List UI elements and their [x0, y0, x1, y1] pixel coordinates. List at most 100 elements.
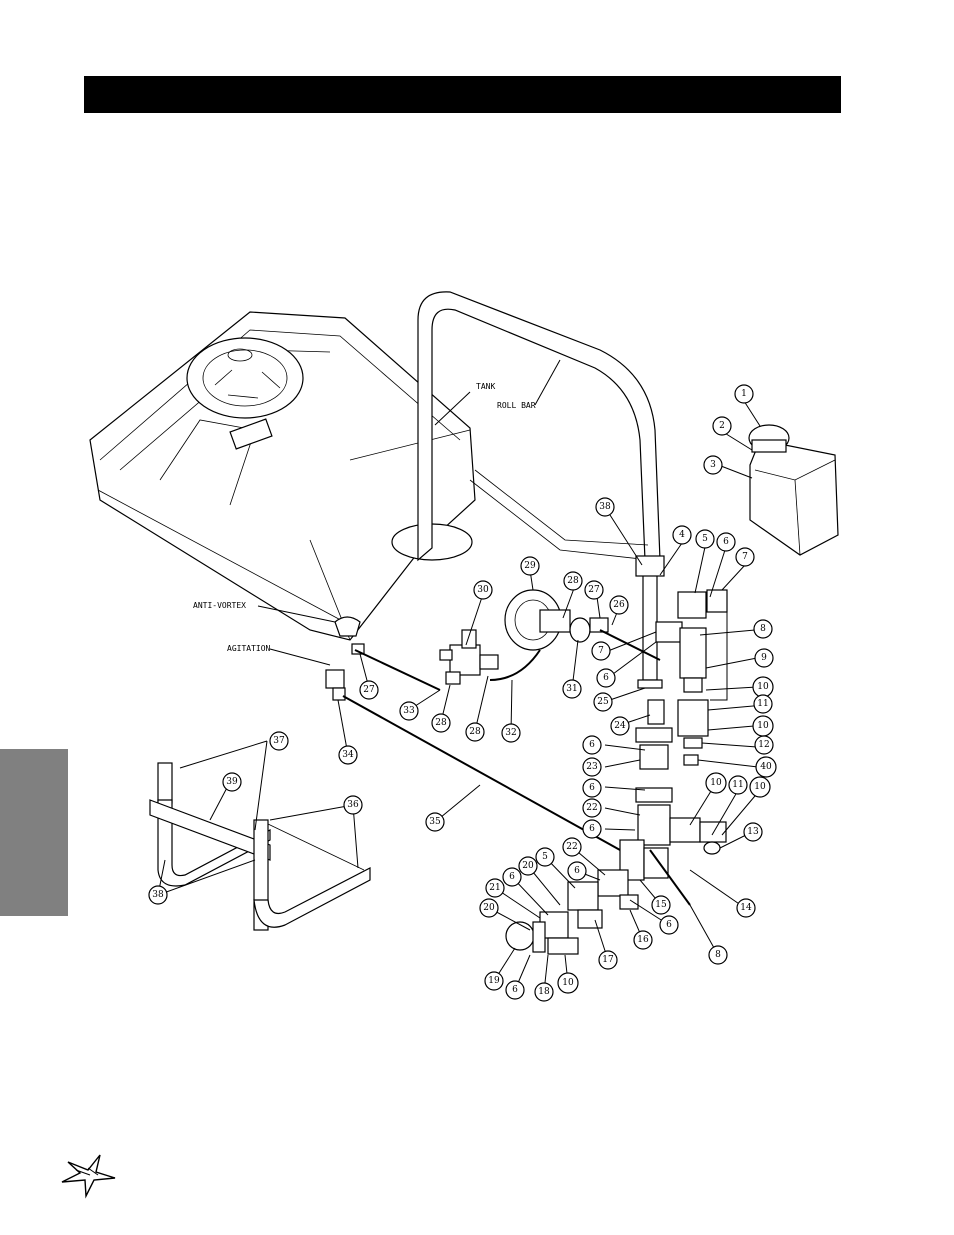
- callout-10d: 10: [749, 776, 771, 798]
- callout-20b: 20: [479, 898, 499, 918]
- svg-text:28: 28: [469, 727, 481, 737]
- callout-30: 30: [473, 580, 493, 600]
- roll-bar-label: ROLL BAR: [497, 401, 536, 410]
- manifold-column-drawing: [619, 699, 727, 881]
- callout-6g: 6: [567, 861, 587, 881]
- callout-31: 31: [562, 679, 582, 699]
- side-tab: [0, 749, 68, 916]
- svg-text:6: 6: [589, 740, 595, 750]
- brackets-drawing: [149, 762, 371, 931]
- callout-6h: 6: [502, 867, 522, 887]
- callout-1: 1: [734, 384, 754, 404]
- svg-text:6: 6: [603, 673, 609, 683]
- rinse-bottle-drawing: [748, 424, 839, 556]
- callout-22b: 22: [562, 837, 582, 857]
- svg-text:8: 8: [715, 950, 721, 960]
- callout-37: 37: [269, 731, 289, 751]
- callout-29: 29: [520, 556, 540, 576]
- callout-6d: 6: [582, 778, 602, 798]
- svg-text:10: 10: [710, 778, 722, 788]
- callout-6f: 6: [659, 915, 679, 935]
- svg-text:2: 2: [719, 421, 725, 431]
- svg-text:6: 6: [574, 866, 580, 876]
- callout-13: 13: [743, 822, 763, 842]
- callout-10e: 10: [557, 972, 579, 994]
- svg-text:6: 6: [589, 824, 595, 834]
- callout-27a: 27: [584, 580, 604, 600]
- svg-text:22: 22: [566, 842, 577, 852]
- callout-6i: 6: [505, 980, 525, 1000]
- svg-text:15: 15: [655, 900, 667, 910]
- svg-text:6: 6: [666, 920, 672, 930]
- svg-text:14: 14: [740, 903, 752, 913]
- svg-text:10: 10: [757, 682, 769, 692]
- svg-text:7: 7: [598, 646, 604, 656]
- svg-text:24: 24: [614, 721, 626, 731]
- svg-text:6: 6: [589, 783, 595, 793]
- svg-text:6: 6: [512, 985, 518, 995]
- svg-text:33: 33: [403, 706, 415, 716]
- anti-vortex-label: ANTI-VORTEX: [193, 601, 246, 610]
- svg-text:18: 18: [538, 987, 550, 997]
- svg-text:28: 28: [567, 576, 579, 586]
- callout-27b: 27: [359, 680, 379, 700]
- svg-text:22: 22: [586, 803, 597, 813]
- pump-drawing: [504, 589, 609, 651]
- callout-18: 18: [534, 982, 554, 1002]
- svg-text:34: 34: [342, 750, 354, 760]
- callout-7b: 7: [591, 641, 611, 661]
- callout-28b: 28: [431, 713, 451, 733]
- callout-19: 19: [484, 971, 504, 991]
- callouts: 1 2 3 38 4 5 6 7 29 28 27 30 26 8 7 9 6 …: [148, 384, 777, 1002]
- callout-28a: 28: [563, 571, 583, 591]
- control-valve-drawing: [439, 629, 499, 685]
- callout-6e: 6: [582, 819, 602, 839]
- svg-text:38: 38: [599, 502, 611, 512]
- callout-6a: 6: [716, 532, 736, 552]
- callout-7a: 7: [735, 547, 755, 567]
- svg-text:1: 1: [741, 389, 747, 399]
- callout-38b: 38: [148, 885, 168, 905]
- svg-text:31: 31: [566, 684, 577, 694]
- callout-38a: 38: [595, 497, 615, 517]
- callout-12: 12: [754, 735, 774, 755]
- svg-text:35: 35: [429, 817, 441, 827]
- svg-text:11: 11: [757, 699, 768, 709]
- svg-text:5: 5: [542, 852, 548, 862]
- svg-text:40: 40: [760, 762, 772, 772]
- hoses: [342, 629, 691, 906]
- callout-10b: 10: [752, 715, 774, 737]
- callout-10a: 10: [752, 676, 774, 698]
- svg-text:39: 39: [226, 777, 238, 787]
- callout-5a: 5: [695, 529, 715, 549]
- callout-33: 33: [399, 701, 419, 721]
- svg-text:10: 10: [754, 782, 766, 792]
- svg-text:26: 26: [613, 600, 625, 610]
- svg-text:20: 20: [483, 903, 495, 913]
- roll-bar-drawing: [417, 291, 665, 689]
- tank-drawing: [89, 311, 476, 641]
- svg-text:6: 6: [509, 872, 515, 882]
- callout-32: 32: [501, 723, 521, 743]
- callout-35: 35: [425, 812, 445, 832]
- callout-leaders: [157, 400, 765, 993]
- svg-text:10: 10: [562, 978, 574, 988]
- callout-21: 21: [485, 878, 505, 898]
- callout-9: 9: [754, 648, 774, 668]
- callout-8b: 8: [708, 945, 728, 965]
- svg-text:32: 32: [505, 728, 516, 738]
- callout-40: 40: [755, 756, 777, 778]
- svg-text:27: 27: [588, 585, 600, 595]
- callout-10c: 10: [705, 772, 727, 794]
- callout-15: 15: [651, 895, 671, 915]
- svg-text:11: 11: [732, 780, 743, 790]
- callout-39: 39: [222, 772, 242, 792]
- callout-6c: 6: [582, 735, 602, 755]
- callout-2: 2: [712, 416, 732, 436]
- callout-22a: 22: [582, 798, 602, 818]
- callout-11a: 11: [753, 694, 773, 714]
- svg-text:12: 12: [758, 740, 769, 750]
- filter-assembly-drawing: [655, 589, 728, 766]
- anti-vortex-drawing: [325, 616, 365, 701]
- svg-text:3: 3: [710, 460, 716, 470]
